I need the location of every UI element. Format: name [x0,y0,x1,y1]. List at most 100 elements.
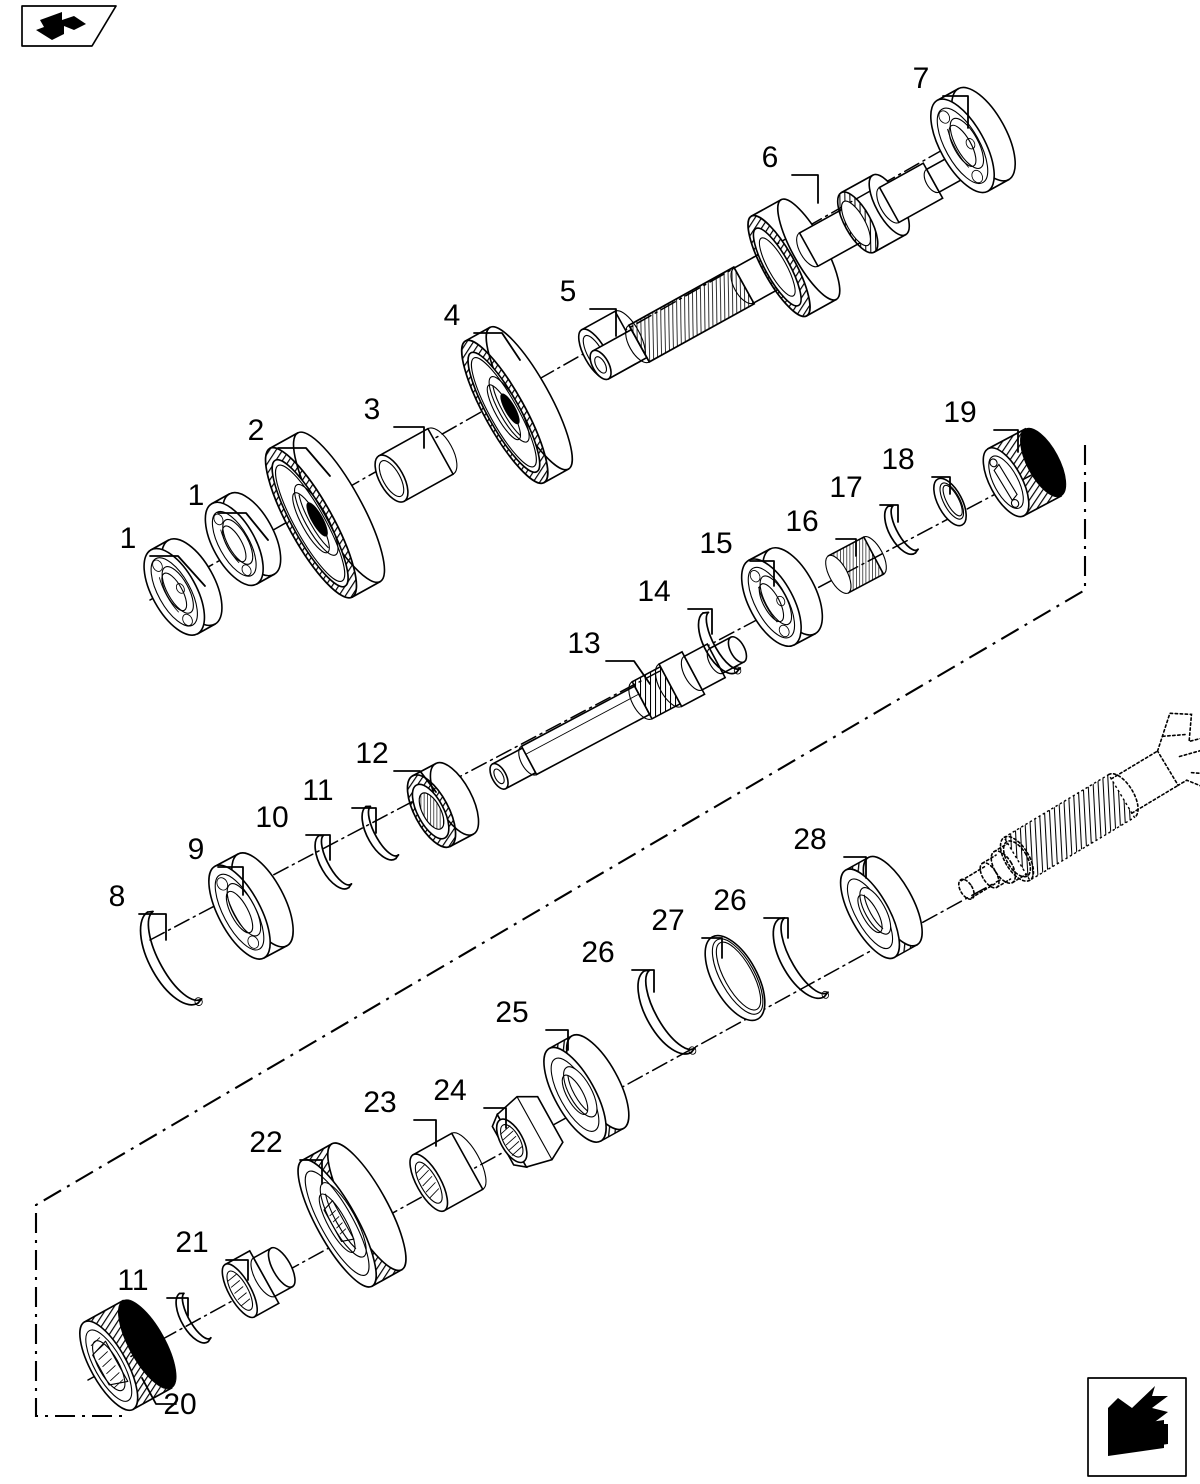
callout-number: 11 [302,774,333,807]
part-22-driven-gear-large [297,1142,407,1288]
callout-leader-line [749,560,775,587]
callout-leader-line [631,969,655,993]
callout-number: 13 [567,627,600,660]
callout-leader-line [138,913,167,941]
callout-leader-line [791,174,819,204]
assembly-direction-badge [1087,1377,1187,1477]
callout-leader-line [993,429,1019,453]
callout-leader-line [217,866,244,896]
callout-28: 28 [793,823,867,879]
callout-20: 20 [141,1377,197,1421]
callout-14: 14 [637,575,713,635]
part-20-splined-clutch-gear [79,1299,177,1412]
callout-leader-line [942,95,969,129]
callout-number: 18 [881,443,914,476]
callout-25: 25 [495,996,569,1051]
callout-leader-line [931,476,951,495]
callout-number: 16 [785,505,818,538]
arrow-fold-icon [36,12,86,40]
callout-6: 6 [762,141,819,204]
callout-number: 1 [188,479,205,512]
callout-10: 10 [255,801,331,861]
callout-13: 13 [567,627,651,685]
group-boundary-outline [34,445,1087,1418]
part-12-pinion-gear [406,761,480,849]
part-17-snap-ring [883,505,919,556]
callout-number: 26 [713,884,746,917]
callout-leader-line [483,1107,507,1129]
callout-18: 18 [881,443,951,495]
callout-leader-line [545,1029,569,1051]
callout-number: 27 [651,904,684,937]
centerline-upper-shaft [149,139,961,601]
callout-16: 16 [785,505,857,557]
callout-24: 24 [433,1074,507,1129]
callout-7: 7 [913,62,969,129]
part-1a-ball-bearing [143,538,223,636]
part-4-spur-gear [460,325,574,485]
part-25-tapered-roller-bearing [543,1033,630,1143]
part-26b-retaining-ring [772,917,830,999]
callout-1: 1 [188,479,269,541]
part-18-thrust-washer [933,477,967,527]
callout-number: 17 [829,471,862,504]
callout-leader-line [701,937,723,959]
callout-leader-line [299,1159,323,1185]
section-marker-badge [21,5,117,47]
part-21-stepped-bushing [221,1246,296,1319]
callout-number: 14 [637,575,670,608]
callout-leader-line [589,308,617,337]
part-11a-snap-ring [361,805,400,861]
part-23-threaded-spacer [409,1132,487,1213]
arrow-right-3d-icon-b [1108,1420,1164,1456]
callout-leader-line [413,1119,437,1147]
callout-26: 26 [713,884,789,939]
callout-number: 9 [188,833,205,866]
part-13-countershaft [489,635,748,790]
callout-27: 27 [651,904,723,959]
part-19-splined-gear-hub [982,427,1067,518]
callout-leader-line [605,660,651,685]
callout-4: 4 [444,299,521,361]
callout-3: 3 [364,393,425,449]
callout-number: 8 [109,880,126,913]
callout-leader-line [351,807,377,834]
callout-number: 23 [363,1086,396,1119]
callout-number: 20 [163,1388,196,1421]
callout-8: 8 [109,880,167,941]
callout-number: 10 [255,801,288,834]
callout-19: 19 [943,396,1019,453]
callout-leader-line [277,447,331,477]
part-8-retaining-ring-large [139,910,203,1006]
callout-number: 7 [913,62,930,95]
callout-11: 11 [117,1264,189,1317]
callout-2: 2 [248,414,331,477]
callout-number: 28 [793,823,826,856]
callout-number: 15 [699,527,732,560]
callout-number: 1 [120,522,137,555]
callout-number: 2 [248,414,265,447]
part-14-snap-ring [697,611,742,675]
callout-26: 26 [581,936,655,993]
callout-number: 24 [433,1074,466,1107]
callout-leader-line [763,917,789,939]
callout-15: 15 [699,527,775,587]
callout-11: 11 [302,774,377,834]
callout-leader-line [473,332,521,361]
callout-leader-line [879,504,899,523]
callout-leader-line [141,1377,177,1405]
callout-leader-line [687,608,713,635]
callout-number: 4 [444,299,461,332]
part-9-ball-bearing [208,852,294,960]
callout-number: 26 [581,936,614,969]
callout-number: 12 [355,737,388,770]
callout-number: 21 [175,1226,208,1259]
part-16-splined-collar [825,535,887,595]
callout-17: 17 [829,471,899,523]
callout-leader-line [393,426,425,449]
callout-leader-line [149,555,206,587]
part-11b-snap-ring [175,1292,212,1344]
callout-leader-line [217,512,269,541]
callout-number: 11 [117,1264,148,1297]
part-2-spur-gear-large [264,431,386,599]
